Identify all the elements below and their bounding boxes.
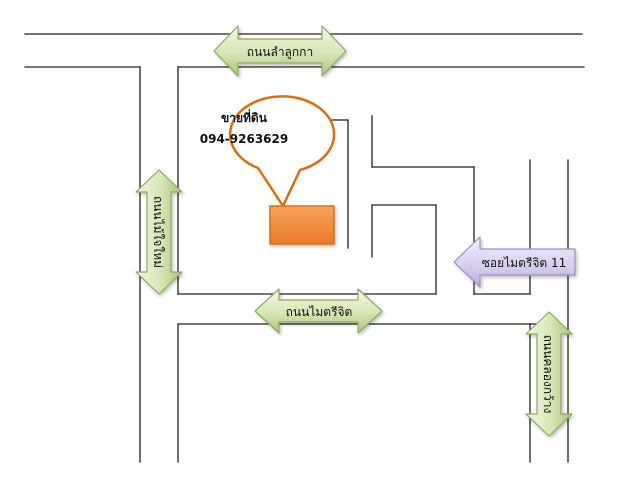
callout-bubble: ขายที่ดิน 094-9263629 bbox=[200, 95, 336, 208]
road-label-maitri-jit: ถนนไมตรีจิต bbox=[286, 305, 353, 319]
double-arrow-shape bbox=[254, 288, 383, 334]
road-label-lam-luk-ka: ถนนลำลูกกา bbox=[247, 45, 313, 60]
callout-outline bbox=[228, 95, 336, 208]
callout-phone: 094-9263629 bbox=[200, 132, 288, 146]
road-network bbox=[24, 33, 585, 463]
road-label-soi-maitri-jit-11: ซอยไมตรีจิต 11 bbox=[482, 256, 566, 270]
double-arrow-shape bbox=[525, 311, 573, 437]
road-label-khlong-kwang: ถนนคลองกว้าง bbox=[541, 335, 555, 414]
land-plot-marker bbox=[269, 205, 335, 245]
road-arrow-mai-jai-mai: ถนนไม้ใจใหม่ bbox=[135, 169, 183, 295]
double-arrow-shape bbox=[213, 25, 347, 77]
single-arrow-shape bbox=[453, 236, 576, 288]
road-arrow-lam-luk-ka: ถนนลำลูกกา bbox=[213, 25, 347, 77]
callout-title: ขายที่ดิน bbox=[221, 109, 268, 125]
road-arrow-soi-maitri-jit-11: ซอยไมตรีจิต 11 bbox=[453, 236, 576, 288]
road-label-mai-jai-mai: ถนนไม้ใจใหม่ bbox=[151, 196, 165, 268]
road-arrow-khlong-kwang: ถนนคลองกว้าง bbox=[525, 311, 573, 437]
double-arrow-shape bbox=[135, 169, 183, 295]
road-arrow-maitri-jit: ถนนไมตรีจิต bbox=[254, 288, 383, 334]
